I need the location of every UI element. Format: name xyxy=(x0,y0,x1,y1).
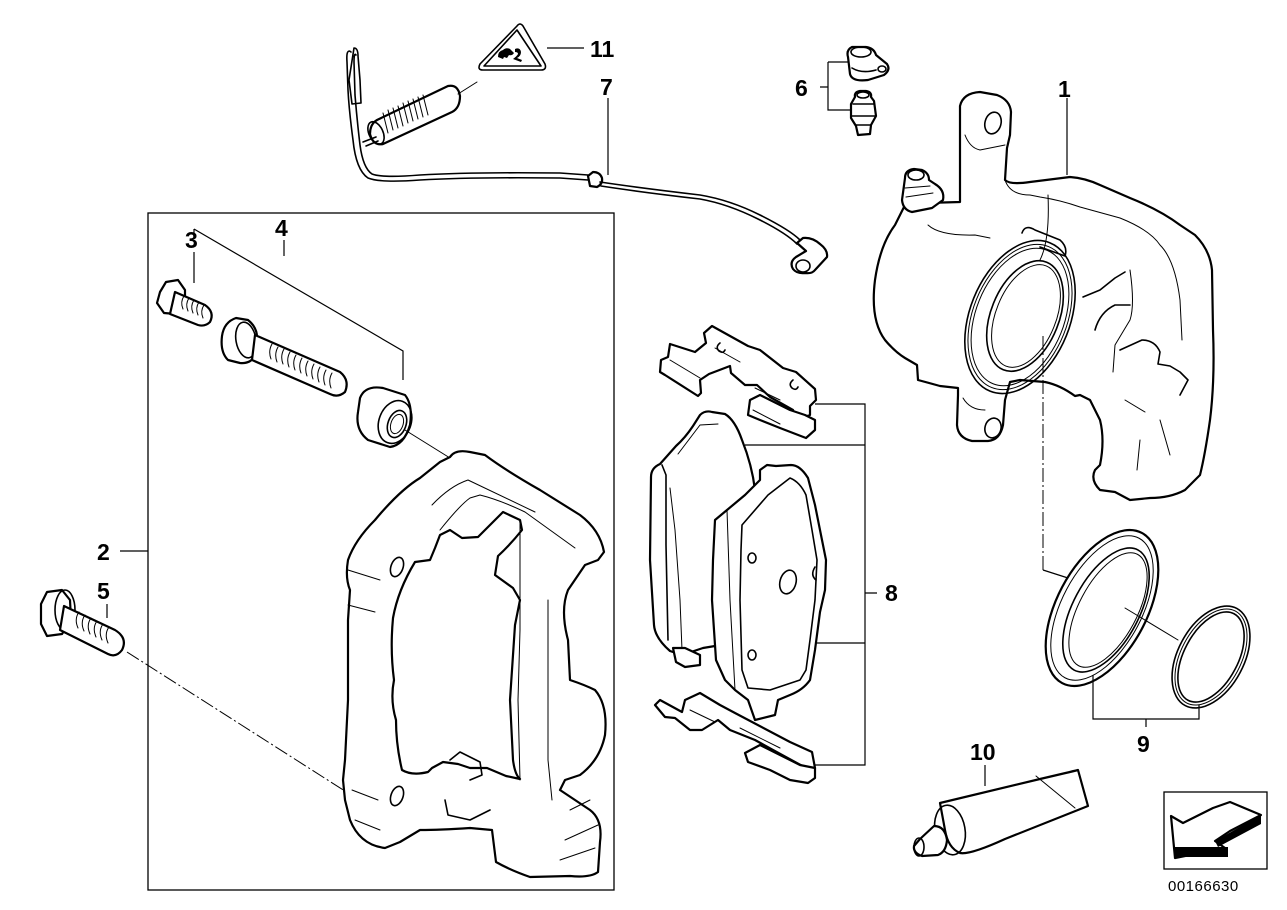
bolt-axis-line xyxy=(126,651,349,794)
callout-labels: 1 2 3 4 5 6 7 8 9 10 11 00166630 xyxy=(97,36,1239,895)
callout-3: 3 xyxy=(185,227,198,253)
callout-8: 8 xyxy=(885,580,898,606)
bleeder-screw-and-cap[interactable] xyxy=(846,45,890,137)
callout-5: 5 xyxy=(97,578,110,604)
piston-seal-kit[interactable] xyxy=(1022,512,1266,721)
leader-bracket-3-4 xyxy=(193,228,404,380)
leader-bracket-6 xyxy=(820,61,850,111)
flange-bolt[interactable] xyxy=(39,588,125,657)
leader-bracket-8 xyxy=(745,403,877,766)
callout-10: 10 xyxy=(970,739,996,765)
callout-11: 11 xyxy=(590,36,615,62)
callout-6: 6 xyxy=(795,75,808,101)
assembly-paste-tube[interactable] xyxy=(912,768,1090,858)
reference-code: 00166630 xyxy=(1168,878,1239,895)
brake-pads-with-clips[interactable] xyxy=(648,324,828,785)
callout-2: 2 xyxy=(97,539,110,565)
caliper-carrier[interactable] xyxy=(341,450,607,879)
guide-pin-bolt-with-bushing[interactable] xyxy=(220,316,451,459)
callout-7: 7 xyxy=(600,74,613,100)
leader-bracket-9 xyxy=(1092,675,1200,727)
hex-bolt[interactable] xyxy=(155,278,213,327)
callout-9: 9 xyxy=(1137,731,1150,757)
callout-1: 1 xyxy=(1058,76,1071,102)
callout-4: 4 xyxy=(275,215,288,241)
warning-triangle-icon[interactable] xyxy=(478,23,547,71)
brake-wear-sensor[interactable] xyxy=(346,47,829,275)
direction-arrow-icon xyxy=(1163,791,1268,870)
caliper-housing[interactable] xyxy=(872,90,1215,570)
